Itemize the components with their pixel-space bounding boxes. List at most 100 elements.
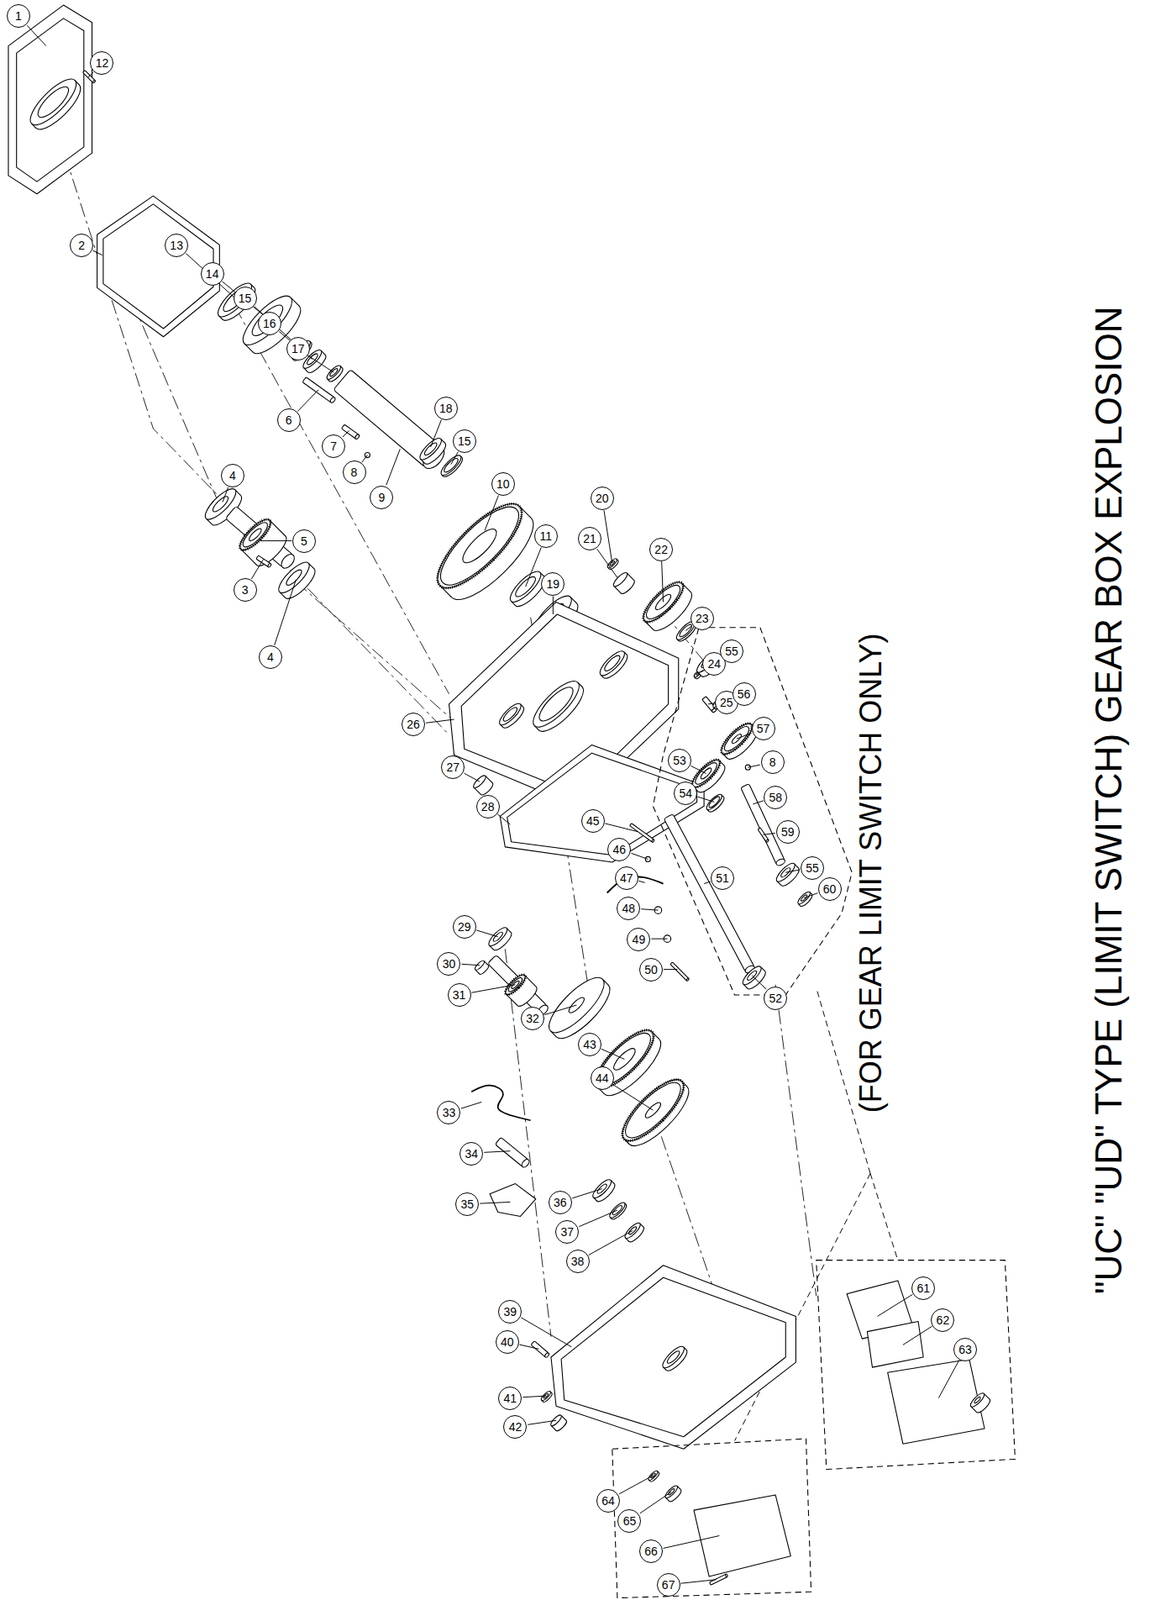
note-text: (FOR GEAR LIMIT SWITCH ONLY) bbox=[853, 629, 888, 1116]
leader-line bbox=[222, 487, 229, 503]
shaft-end bbox=[775, 857, 787, 867]
leader-line bbox=[638, 880, 645, 883]
callout-number: 33 bbox=[436, 1100, 461, 1124]
cover-boss bbox=[659, 1343, 690, 1374]
part-face bbox=[596, 647, 628, 679]
bearing-part bbox=[274, 557, 320, 603]
housing-outline bbox=[8, 5, 93, 195]
callout-number: 23 bbox=[690, 606, 715, 631]
callout-number: 4 bbox=[258, 645, 283, 669]
callout-number: 5 bbox=[292, 529, 316, 553]
callout-number: 29 bbox=[452, 914, 477, 939]
switch-shaft bbox=[968, 1391, 993, 1415]
callout-number: 63 bbox=[953, 1337, 977, 1361]
part-back bbox=[777, 864, 802, 888]
axis-lines bbox=[49, 105, 898, 1440]
part-bore bbox=[33, 82, 73, 121]
leader-line bbox=[464, 772, 480, 782]
leader-line bbox=[461, 1101, 483, 1108]
assembly-axis bbox=[775, 984, 817, 1296]
nut-part bbox=[663, 1483, 683, 1503]
part-face bbox=[606, 556, 619, 569]
shaft-end bbox=[267, 562, 272, 568]
leader-line bbox=[640, 1491, 672, 1513]
gasket-outline bbox=[97, 195, 221, 337]
gasket-inner bbox=[507, 752, 698, 855]
leader-line bbox=[708, 703, 715, 705]
part-bore bbox=[492, 930, 505, 943]
leader-line bbox=[630, 852, 648, 859]
main-gear bbox=[425, 492, 545, 611]
callout-number: 60 bbox=[818, 876, 842, 901]
pin-part bbox=[670, 961, 690, 982]
callout-number: 20 bbox=[590, 486, 615, 510]
callout-number: 15 bbox=[233, 286, 258, 310]
callout-number: 67 bbox=[656, 1572, 681, 1597]
callout-number: 21 bbox=[577, 526, 602, 551]
leader-line bbox=[430, 420, 442, 447]
shaft-end bbox=[651, 838, 655, 842]
part-edge bbox=[626, 572, 635, 581]
leader-line bbox=[185, 253, 235, 299]
pinion-gear bbox=[502, 971, 540, 1009]
leader-line bbox=[785, 869, 800, 872]
ring-part bbox=[704, 792, 727, 814]
lever-part bbox=[489, 1183, 536, 1217]
leader-line bbox=[663, 968, 678, 970]
leader-line bbox=[698, 796, 715, 802]
part-face bbox=[438, 452, 464, 478]
callout-number: 62 bbox=[930, 1307, 955, 1332]
shaft-body bbox=[670, 961, 689, 981]
leader-line bbox=[661, 561, 664, 602]
part-bore bbox=[535, 682, 578, 725]
callout-number: 8 bbox=[342, 460, 367, 484]
callout-number: 22 bbox=[649, 537, 673, 562]
callout-number: 54 bbox=[673, 781, 698, 805]
part-edge bbox=[241, 548, 258, 565]
callout-number: 48 bbox=[616, 896, 641, 920]
shaft-part bbox=[333, 369, 449, 473]
leader-line bbox=[698, 669, 704, 673]
callout-number: 64 bbox=[596, 1488, 620, 1513]
shaft-body bbox=[225, 505, 294, 568]
leader-line bbox=[297, 389, 319, 412]
leader-line bbox=[274, 579, 297, 646]
shaft-body bbox=[709, 1573, 728, 1585]
part-bore bbox=[247, 526, 264, 543]
callout-number: 15 bbox=[452, 429, 477, 453]
pinion-shaft bbox=[225, 505, 297, 571]
leader-line bbox=[752, 800, 763, 804]
key-part bbox=[341, 424, 360, 440]
callout-number: 51 bbox=[710, 866, 735, 890]
option-group-boundary bbox=[816, 1260, 1016, 1470]
gear-root bbox=[430, 496, 530, 596]
assembly-axis bbox=[652, 1112, 715, 1292]
part-edge bbox=[971, 1406, 977, 1413]
gear-teeth bbox=[425, 492, 534, 600]
shaft-body bbox=[83, 70, 96, 84]
gear-teeth bbox=[236, 514, 275, 554]
part-edge bbox=[614, 585, 622, 594]
leader-line bbox=[663, 1535, 720, 1549]
part-bore bbox=[442, 456, 461, 474]
screw-part bbox=[709, 1573, 729, 1585]
callout-number: 34 bbox=[459, 1141, 484, 1166]
callout-number: 45 bbox=[581, 808, 605, 833]
leader-line bbox=[497, 813, 510, 825]
housing-bore bbox=[596, 647, 631, 683]
callout-number: 47 bbox=[614, 866, 639, 890]
callout-number: 32 bbox=[520, 1006, 545, 1030]
part-bore bbox=[283, 567, 304, 588]
callout-number: 3 bbox=[233, 577, 258, 602]
shaft-end bbox=[765, 839, 769, 843]
leader-line bbox=[763, 833, 776, 835]
leader-line bbox=[685, 625, 692, 631]
part-bore bbox=[665, 1349, 682, 1366]
leader-line bbox=[681, 1579, 717, 1583]
callout-number: 66 bbox=[639, 1538, 663, 1563]
gasket-inner bbox=[103, 204, 214, 329]
part-edge bbox=[485, 775, 494, 783]
callout-number: 59 bbox=[776, 819, 800, 844]
washer-part bbox=[540, 1389, 554, 1403]
ring-part bbox=[438, 452, 466, 480]
